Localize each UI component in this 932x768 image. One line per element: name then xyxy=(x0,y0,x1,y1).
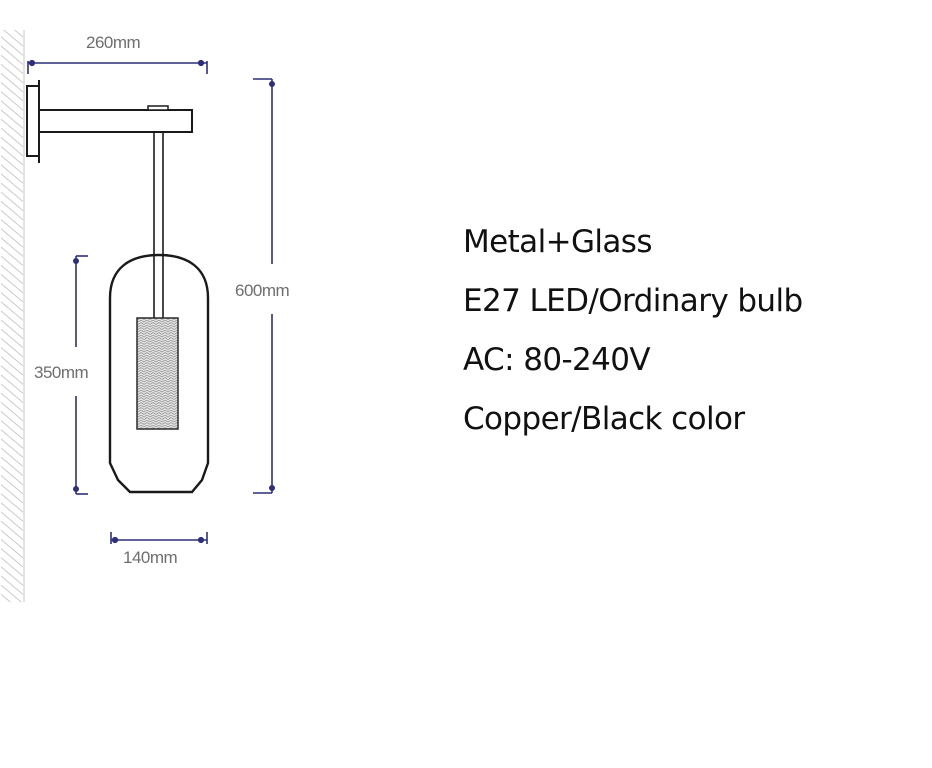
dimension-glass-height xyxy=(73,255,88,495)
spec-voltage: AC: 80-240V xyxy=(463,342,651,378)
spec-material: Metal+Glass xyxy=(463,224,653,260)
wall-hatch xyxy=(1,30,25,602)
wall-bracket xyxy=(26,80,193,163)
dimension-glass-width xyxy=(110,532,208,544)
spec-color: Copper/Black color xyxy=(463,401,745,437)
spec-bulb: E27 LED/Ordinary bulb xyxy=(463,283,803,319)
pendant-rod xyxy=(153,132,164,318)
spec-list: Metal+Glass E27 LED/Ordinary bulb AC: 80… xyxy=(463,222,803,458)
glass-height-label: 350mm xyxy=(34,363,89,382)
arm-length-label: 260mm xyxy=(86,33,141,52)
inner-crystal-cylinder xyxy=(136,317,179,430)
total-height-label: 600mm xyxy=(235,281,290,300)
dimension-total-height xyxy=(253,78,275,494)
glass-width-label: 140mm xyxy=(123,548,178,567)
dimension-arm-length xyxy=(27,59,208,74)
glass-shade xyxy=(108,253,210,494)
